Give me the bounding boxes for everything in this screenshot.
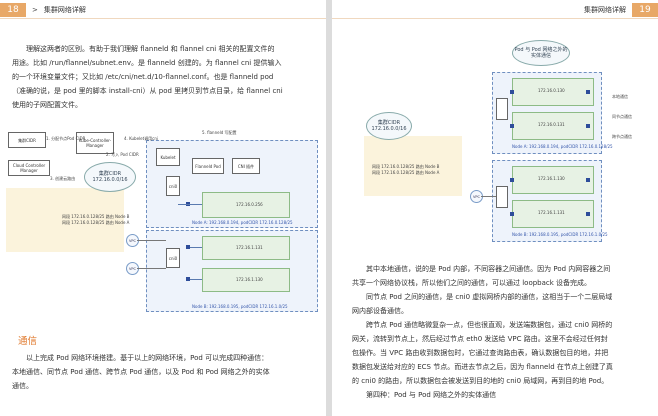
header-divider	[0, 18, 326, 19]
veth-dot	[586, 90, 590, 94]
text-line: 的 cni0 的路由，所以数据包会被发送到目的地的 cni0 局域网，再到目的地…	[352, 377, 609, 385]
text-line: 包操作。当 VPC 路由收到数据包时，它通过查询路由表，确认数据包目的地，并把	[352, 349, 609, 357]
text-line: 以上完成 Pod 网络环境搭建。基于以上的网络环境，Pod 可以完成四种通信：	[26, 354, 269, 362]
annotation-label: 同节点通信	[612, 114, 632, 119]
step-label: 2. 写入 Pod CIDR	[106, 152, 139, 157]
flanneld-pod-box: Flanneld Pod	[192, 158, 224, 174]
pod-subnet	[512, 166, 594, 194]
node-b-label: Node B: 192.168.0.195, podCIDR 172.16.1.…	[192, 304, 288, 309]
intro-paragraph: 理解这两者的区别。有助于我们理解 flanneld 和 flannel cni …	[12, 42, 318, 112]
step-label: 1. 分配节点Pod CIDR	[46, 136, 86, 141]
route-text: 网段 172.16.0.128/25 路由 Node B	[62, 214, 130, 219]
subnet-label: 172.16.0.256	[236, 202, 263, 207]
pod-subnet	[512, 78, 594, 106]
veth-dot	[510, 124, 514, 128]
cidr-box: 集群CIDR	[8, 132, 46, 148]
cni0-bridge-a: cni0	[166, 176, 180, 196]
veth-dot	[510, 90, 514, 94]
text-line: 跨节点 Pod 通信略微复杂一点，但也很直观，发送端数据包，通过 cni0 网桥…	[366, 321, 613, 329]
header-title: 集群网络详解	[43, 6, 86, 14]
cni0-bridge-a	[496, 98, 508, 120]
node-a-label: Node A: 192.168.0.194, podCIDR 172.16.0.…	[512, 144, 613, 149]
section-title: 通信	[18, 336, 38, 347]
text-line: 同节点 Pod 之间的通信，是 cni0 虚拟网桥内部的通信，这相当于一个二层局…	[366, 293, 613, 301]
body-paragraph: 其中本地通信，说的是 Pod 内部，不同容器之间通信。因为 Pod 内网容器之间…	[352, 262, 652, 402]
header-title: 集群网络详解	[584, 6, 626, 14]
route-line	[137, 240, 166, 241]
header-separator: >	[32, 6, 38, 14]
route-line	[137, 268, 166, 269]
step-label: 5. flanneld 写配置	[202, 130, 237, 135]
text-line: 用途。比如 /run/flannel/subnet.env。是 flanneld…	[12, 59, 282, 67]
pod-subnet-a	[202, 192, 290, 218]
route-table-area	[364, 136, 462, 196]
veth-dot	[586, 124, 590, 128]
pod-subnet-b2	[202, 268, 290, 292]
text-line: 通信。	[12, 382, 33, 390]
annotation-label: 本地通信	[612, 94, 628, 99]
route-line	[481, 196, 496, 197]
pod-subnet-b1	[202, 236, 290, 260]
veth-dot	[586, 212, 590, 216]
cni0-bridge-b: cni0	[166, 248, 180, 268]
veth-dot	[186, 277, 190, 281]
text-line: 网关，流转到节点上，然后经过节点 eth0 发送给 VPC 路由。这里不会经过任…	[352, 335, 608, 343]
link-line	[190, 247, 202, 248]
text-line: 数据包发送给对应的 ECS 节点。而进去节点之后，因为 flanneld 在节点…	[352, 363, 613, 371]
text-line: 网内部设备通信。	[352, 307, 408, 315]
node-a-label: Node A: 192.168.0.194, podCIDR 172.16.0.…	[192, 220, 293, 225]
subnet-label: 172.16.1.130	[538, 176, 565, 181]
text-line: 的一个环境变量文件；又比如 /etc/cni/net.d/10-flannel.…	[12, 73, 274, 81]
page-number: 19	[632, 3, 658, 17]
left-page: 18 > 集群网络详解 理解这两者的区别。有助于我们理解 flanneld 和 …	[0, 0, 326, 416]
route-text: 网段 172.16.0.128/25 路由 Node A	[62, 220, 130, 225]
text-line: （准确的说，是 pod 里的脚本 install-cni）从 pod 里拷贝到节…	[12, 87, 283, 95]
node-b-label: Node B: 192.168.0.195, podCIDR 172.16.1.…	[512, 232, 608, 237]
subnet-label: 172.16.1.131	[236, 245, 263, 250]
cni-plugin-box: CNI 插件	[232, 158, 260, 174]
right-header: 集群网络详解 19	[584, 3, 658, 17]
header-divider	[332, 18, 658, 19]
text-line: 共享一个网络协议栈，所以他们之间的通信，可以通过 loopback 设备完成。	[352, 279, 592, 287]
subnet-label: 172.16.1.130	[236, 277, 263, 282]
network-setup-diagram: 集群CIDR Kube-Controller-Manager Cloud Con…	[6, 122, 318, 318]
text-line: 本地通信、同节点 Pod 通信、跨节点 Pod 通信，以及 Pod 和 Pod …	[12, 368, 270, 376]
external-cloud: Pod 与 Pod 网络之外的实体通信	[512, 40, 570, 66]
kube-controller-box: Kube-Controller-Manager	[76, 132, 114, 154]
subnet-label: 172.16.0.130	[538, 88, 565, 93]
link-line	[190, 279, 202, 280]
veth-dot	[186, 245, 190, 249]
veth-dot	[510, 178, 514, 182]
text-line: 使用的子网配置文件。	[12, 101, 82, 109]
text-line: 第四种：Pod 与 Pod 网络之外的实体通信	[366, 391, 497, 399]
left-header: 18 > 集群网络详解	[0, 3, 86, 17]
route-text: 网段 172.16.0.128/25 路由 Node B	[372, 164, 440, 169]
section-paragraph: 以上完成 Pod 网络环境搭建。基于以上的网络环境，Pod 可以完成四种通信： …	[12, 351, 318, 393]
step-label: 4. Kubelet调用cni	[124, 136, 159, 141]
subnet-label: 172.16.1.131	[538, 210, 565, 215]
cloud-controller-box: Cloud Controller Manager	[8, 160, 50, 176]
kubelet-box: Kubelet	[156, 148, 180, 166]
annotation-label: 跨节点通信	[612, 134, 632, 139]
link-line	[178, 204, 202, 205]
veth-dot	[510, 212, 514, 216]
route-text: 网段 172.16.0.128/25 路由 Node A	[372, 170, 440, 175]
subnet-label: 172.16.0.131	[538, 122, 565, 127]
text-line: 理解这两者的区别。有助于我们理解 flanneld 和 flannel cni …	[26, 45, 275, 53]
page-number: 18	[0, 3, 26, 17]
step-label: 3. 创建云路由	[50, 176, 76, 181]
text-line: 其中本地通信，说的是 Pod 内部，不同容器之间通信。因为 Pod 内网容器之间	[366, 265, 611, 273]
veth-dot	[586, 178, 590, 182]
cni0-bridge-b	[496, 186, 508, 208]
route-table-area	[6, 188, 124, 252]
